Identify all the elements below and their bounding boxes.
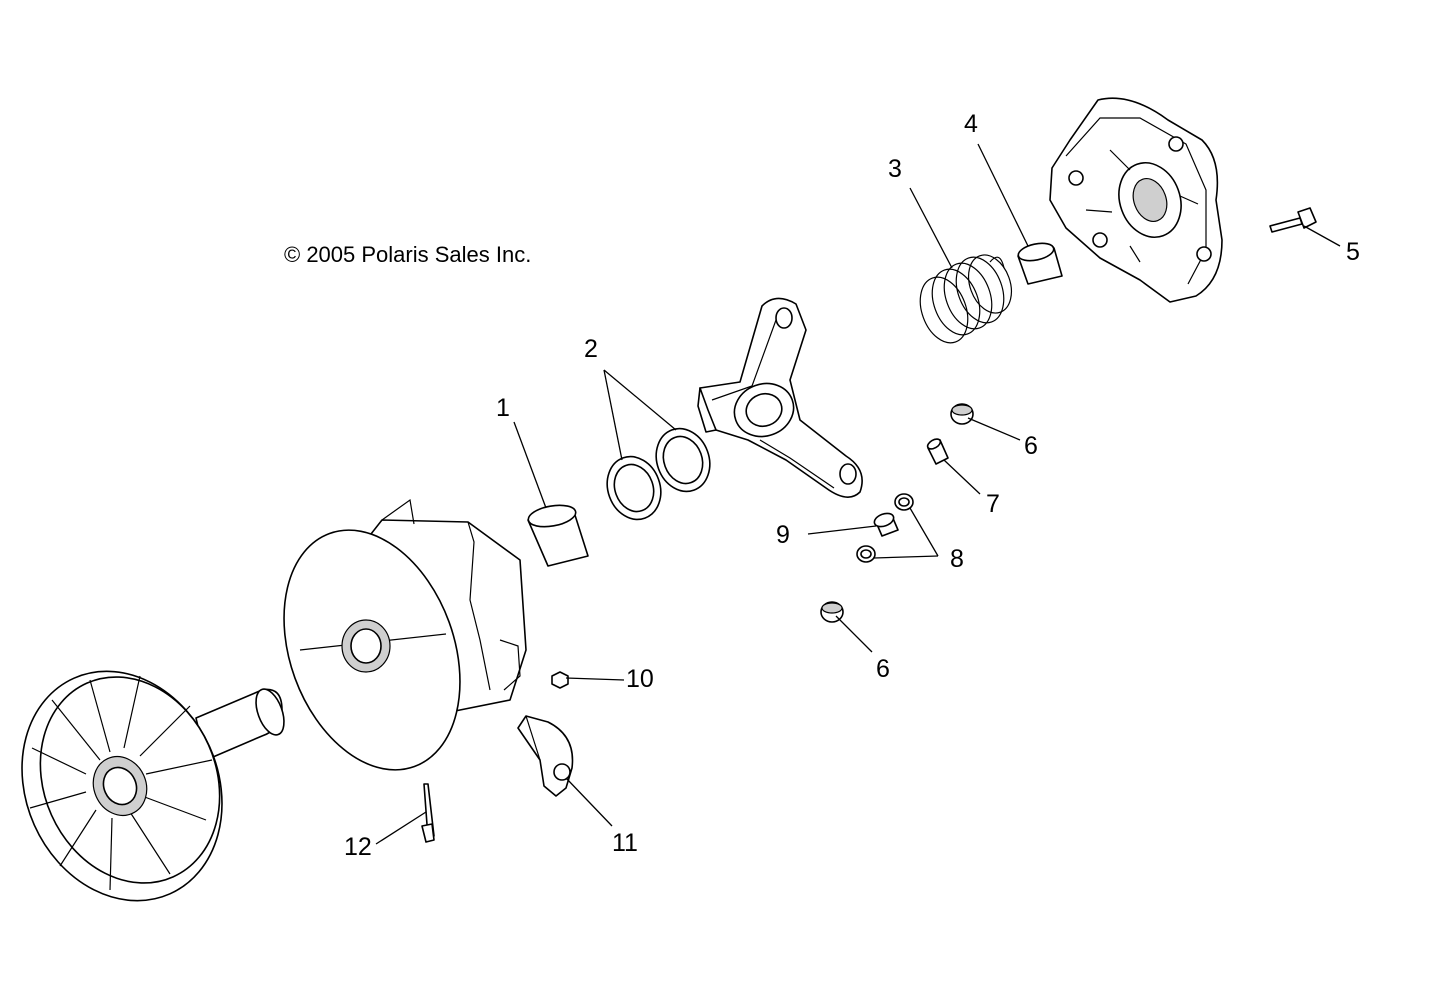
callout-3: 3 bbox=[888, 155, 902, 183]
roller-part-9 bbox=[873, 512, 899, 537]
bushing-part-1 bbox=[527, 504, 589, 567]
callout-2: 2 bbox=[584, 335, 598, 363]
callout-7: 7 bbox=[986, 490, 1000, 518]
clutch-cover bbox=[1049, 97, 1223, 303]
callout-10: 10 bbox=[626, 665, 654, 693]
pin-part-7 bbox=[926, 438, 949, 465]
callouts: 1 2 3 4 5 6 6 7 8 9 10 11 12 bbox=[344, 110, 1360, 861]
pin-part-12 bbox=[421, 783, 435, 843]
copyright-notice: © 2005 Polaris Sales Inc. bbox=[284, 242, 532, 267]
callout-6-lower: 6 bbox=[876, 655, 890, 683]
leader-lines bbox=[375, 143, 1341, 845]
nut-part-10 bbox=[551, 671, 569, 689]
weight-part-11 bbox=[517, 715, 574, 797]
callout-5: 5 bbox=[1346, 238, 1360, 266]
washers-part-8 bbox=[856, 493, 914, 563]
bolt-part-5 bbox=[1269, 207, 1317, 233]
callout-8: 8 bbox=[950, 545, 964, 573]
callout-1: 1 bbox=[496, 394, 510, 422]
bushing-part-4 bbox=[1017, 242, 1063, 285]
callout-12: 12 bbox=[344, 833, 372, 861]
washers-part-2 bbox=[606, 427, 711, 521]
spider bbox=[697, 297, 863, 498]
spring-part-3 bbox=[919, 254, 1013, 344]
fixed-sheave-fan bbox=[21, 670, 285, 902]
callout-6-upper: 6 bbox=[1024, 432, 1038, 460]
callout-9: 9 bbox=[776, 521, 790, 549]
callout-4: 4 bbox=[964, 110, 978, 138]
callout-11: 11 bbox=[612, 829, 638, 857]
moveable-sheave bbox=[283, 498, 527, 771]
button-part-6-upper bbox=[950, 403, 974, 425]
